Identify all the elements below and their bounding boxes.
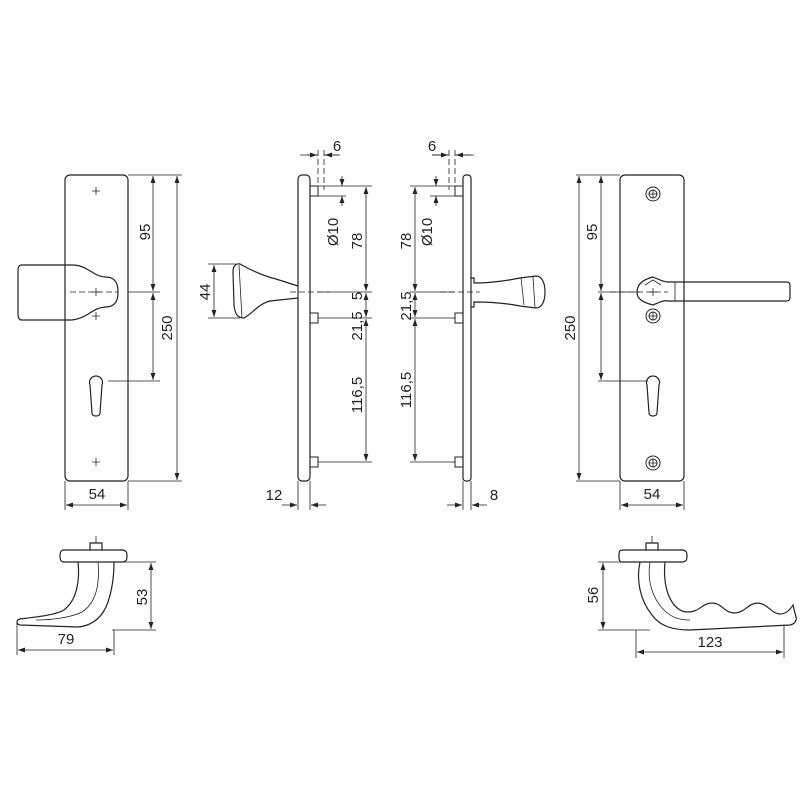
spindle-cross — [92, 288, 100, 296]
lever-side-outline — [471, 275, 546, 309]
dim-label-116-5: 116,5 — [349, 377, 366, 413]
dim-label-78: 78 — [349, 233, 366, 250]
dim-label-250-b: 250 — [562, 315, 579, 340]
plate-side-outline-2 — [462, 174, 472, 482]
rose-outline-2 — [618, 549, 688, 563]
dim-label-5: 5 — [349, 292, 366, 300]
front-view-knob-plate: 95 250 54 — [17, 174, 182, 510]
dim-label-d10-b: Ø10 — [419, 218, 436, 246]
dim-label-6: 6 — [333, 138, 341, 155]
screw-mark-top — [92, 187, 100, 195]
dim-label-12: 12 — [266, 487, 283, 504]
keyhole-outline-2 — [645, 375, 661, 417]
dim-label-54-b: 54 — [644, 486, 661, 503]
screw-hole-bottom — [645, 455, 661, 471]
dim-label-44: 44 — [197, 284, 214, 301]
dim-label-6-b: 6 — [428, 138, 436, 155]
plate-outline-2 — [619, 174, 685, 482]
side-view-knob: 44 6 Ø10 78 5 21,5 116,5 12 — [197, 138, 372, 510]
dim-label-56: 56 — [585, 587, 602, 604]
dim-label-8: 8 — [490, 487, 498, 504]
screw-mark-bottom — [92, 458, 100, 466]
rose-outline — [59, 549, 128, 563]
plate-outline — [64, 174, 129, 482]
dim-label-54: 54 — [89, 486, 106, 503]
lever-top-outline — [637, 561, 797, 631]
side-view-lever: 6 Ø10 78 21,5 116,5 8 — [398, 138, 546, 510]
keyhole-outline — [88, 375, 104, 417]
screw-hole-top — [645, 186, 661, 202]
dim-label-21-5-b: 21,5 — [398, 291, 415, 320]
top-view-lever: 56 123 — [585, 536, 797, 658]
knob-side-outline — [232, 263, 299, 319]
dim-label-21-5: 21,5 — [349, 311, 366, 340]
front-view-lever-plate: 95 250 54 — [562, 174, 791, 510]
screw-mark-mid — [92, 312, 100, 320]
dim-label-95: 95 — [137, 224, 154, 241]
dim-label-78-b: 78 — [398, 233, 415, 250]
dim-label-53: 53 — [134, 589, 151, 606]
plate-side-outline — [297, 174, 311, 482]
dim-label-250: 250 — [159, 315, 176, 340]
dim-label-95-b: 95 — [584, 224, 601, 241]
knob-outline — [17, 264, 119, 321]
dim-label-116-5-b: 116,5 — [398, 372, 415, 408]
lever-front-outline — [636, 276, 791, 306]
screw-hole-mid — [645, 308, 661, 324]
top-view-knob: 53 79 — [16, 536, 156, 655]
dim-label-d10: Ø10 — [325, 218, 342, 246]
dim-label-79: 79 — [58, 631, 75, 648]
dim-label-123: 123 — [697, 634, 722, 651]
